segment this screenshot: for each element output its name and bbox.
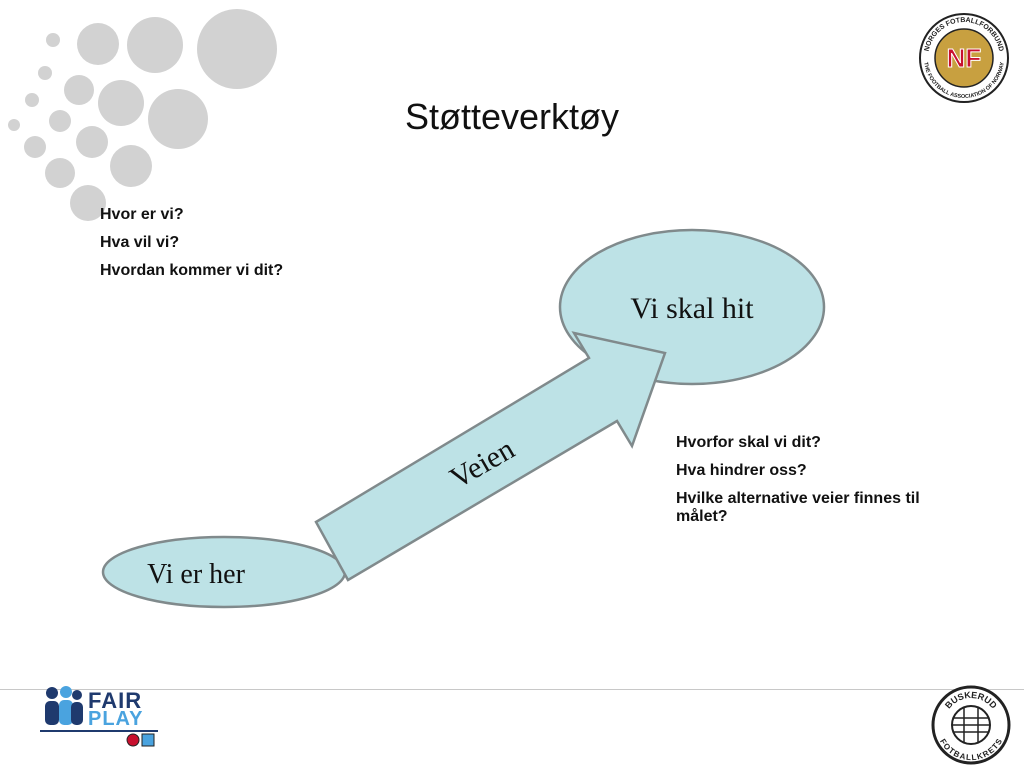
dot [197,9,277,89]
questions-left: Hvor er vi? Hva vil vi? Hvordan kommer v… [100,206,283,290]
fairplay-people-icon [45,686,83,725]
dot [110,145,152,187]
fairplay-line2: PLAY [88,708,144,730]
dot [38,66,52,80]
fairplay-badges-icon [126,733,155,747]
dot [45,158,75,188]
dot [148,89,208,149]
question-item: Hvorfor skal vi dit? [676,434,821,451]
dot [77,23,119,65]
nff-logo: NORGES FOTBALLFORBUND THE FOOTBALL ASSOC… [919,13,1009,103]
goal-label: Vi skal hit [630,292,754,325]
question-item: Hvilke alternative veier finnes til måle… [676,490,920,525]
slide-title: Støtteverktøy [404,96,620,137]
decorative-dots [8,9,277,221]
nff-monogram: NF [947,43,982,73]
question-item: Hva vil vi? [100,234,180,251]
dot [8,119,20,131]
dot [46,33,60,47]
questions-right: Hvorfor skal vi dit? Hva hindrer oss? Hv… [676,434,966,536]
question-item: Hvor er vi? [100,206,184,223]
question-item: Hvordan kommer vi dit? [100,262,284,279]
start-label: Vi er her [147,559,245,590]
buskerud-logo: BUSKERUD FOTBALLKRETS [931,685,1011,765]
dot [24,136,46,158]
dot [98,80,144,126]
fairplay-line1: FAIR [88,688,143,713]
dot [70,185,106,221]
dot [64,75,94,105]
dot [49,110,71,132]
dot [76,126,108,158]
dot [127,17,183,73]
fairplay-logo: FAIR PLAY [40,684,160,750]
fairplay-underline [40,730,158,732]
path-arrow [314,331,667,582]
question-item: Hva hindrer oss? [676,462,807,479]
dot [25,93,39,107]
footer-divider [0,689,1024,690]
